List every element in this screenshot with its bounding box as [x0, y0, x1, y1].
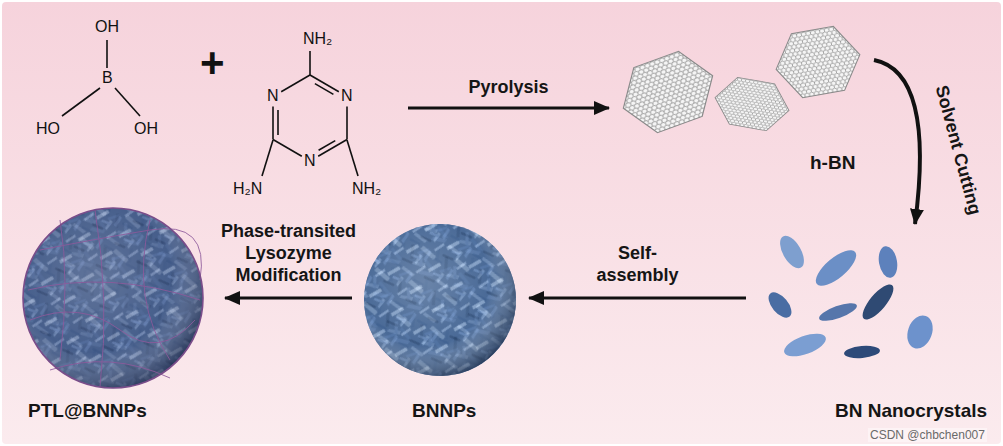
atom-label: N: [267, 87, 279, 105]
material-illustration: BN Nanocrystals: [752, 228, 991, 428]
reaction-arrow: [408, 107, 609, 110]
boric-acid-bonds: [62, 40, 140, 116]
nanocrystal-blobs: [764, 232, 937, 361]
material-illustration: PTL@BNNPs: [14, 205, 219, 428]
step-label: Pyrolysis: [468, 76, 548, 98]
atom-label: N: [341, 87, 353, 105]
atom-label: HO: [36, 120, 60, 138]
material-illustration: h-BN: [615, 15, 870, 180]
plus-sign: +: [200, 42, 225, 84]
step-label: Phase-transited Lysozyme Modification: [206, 220, 371, 286]
atom-label: B: [102, 69, 113, 87]
atom-label: OH: [134, 120, 158, 138]
reaction-arrow: [529, 297, 746, 300]
structure-formula: NH₂NNNH₂NNH₂: [232, 22, 402, 207]
atom-label: NH₂: [352, 180, 381, 198]
melamine-bonds: [262, 51, 358, 176]
reaction-arrow: [225, 297, 352, 300]
reaction-arrow: [874, 60, 920, 224]
ptl-bnnp-sphere: [23, 208, 203, 388]
step-label: Self-assembly: [590, 242, 686, 286]
atom-label: N: [304, 152, 316, 170]
material-label: PTL@BNNPs: [28, 400, 147, 422]
atom-label: NH₂: [303, 30, 332, 48]
material-label: h-BN: [810, 152, 855, 174]
structure-formula: OH B HO OH: [30, 12, 170, 147]
watermark: CSDN @chbchen007: [868, 428, 987, 442]
hbn-flakes: [612, 23, 866, 141]
atom-label: OH: [95, 18, 119, 36]
material-label: BN Nanocrystals: [835, 400, 987, 422]
bnnp-sphere: [364, 224, 516, 376]
material-label: BNNPs: [412, 400, 476, 422]
atom-label: H₂N: [233, 180, 262, 198]
material-illustration: BNNPs: [358, 215, 523, 428]
